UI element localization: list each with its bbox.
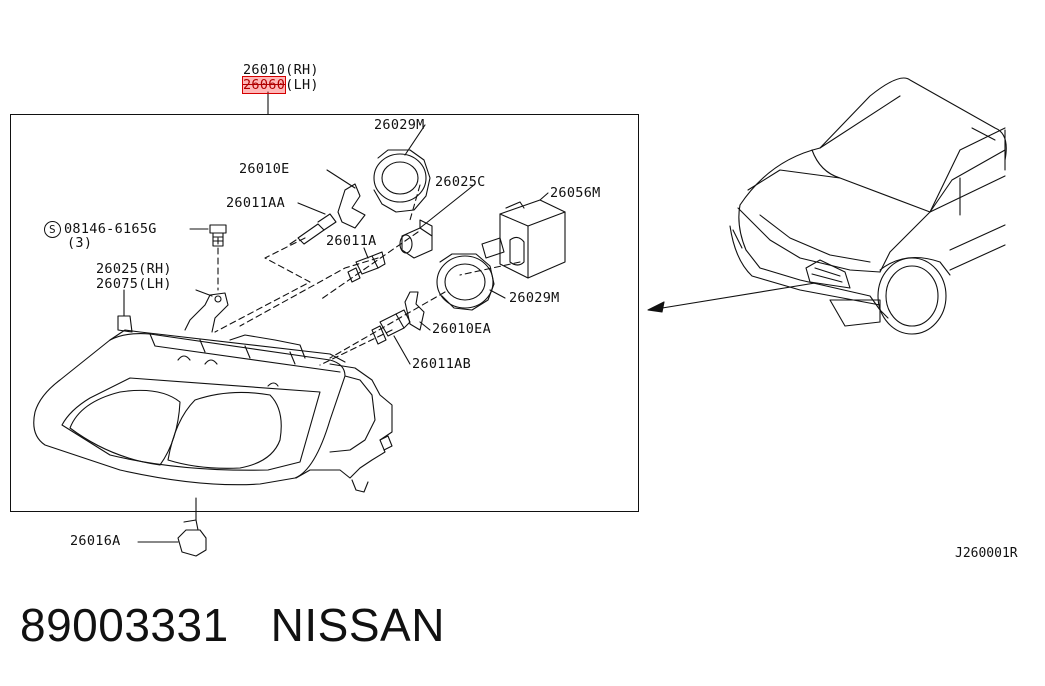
label-26029M-bottom: 26029M [509,290,560,306]
leader-lines [123,124,549,543]
label-26075-lh: 26075(LH) [96,276,172,292]
screw-symbol-icon: S [44,221,61,238]
label-26056M: 26056M [550,185,601,201]
diagram-frame [10,114,639,512]
label-26029M-top: 26029M [374,117,425,133]
label-26025C: 26025C [435,174,486,190]
spring-clip-26010E [337,183,366,229]
label-26025-rh: 26025(RH) [96,261,172,277]
bulb-26011AB [371,309,411,345]
car-sketch [729,77,1007,335]
headlamp-housing [33,292,393,493]
highlighted-part-code[interactable]: 26060 [241,76,287,94]
footer-part-number: 89003331 [20,599,229,651]
label-26016A: 26016A [70,533,121,549]
label-26010E: 26010E [239,161,290,177]
screw-code: 08146-6165G [64,221,157,237]
label-26011AA: 26011AA [226,195,285,211]
socket-26011AA [289,213,337,245]
assembly-rh-label: 26010(RH) [243,62,319,78]
clip-26016A [177,497,207,557]
label-26010EA: 26010EA [432,321,491,337]
diagram-reference-code: J260001R [955,546,1018,561]
assembly-lh-label: 26060(LH) [241,76,319,94]
clip-26010EA [404,291,425,331]
label-screw-qty: (3) [67,235,93,251]
cap-26029M-bottom [436,253,495,311]
label-26011A: 26011A [326,233,377,249]
label-26011AB: 26011AB [412,356,471,372]
bolt-part [209,224,227,247]
location-arrow [647,282,816,313]
cap-26029M-top [373,149,431,213]
footer-brand: NISSAN [270,599,445,651]
bulb-26011A [347,251,386,283]
footer-caption: 89003331 NISSAN [20,598,445,652]
